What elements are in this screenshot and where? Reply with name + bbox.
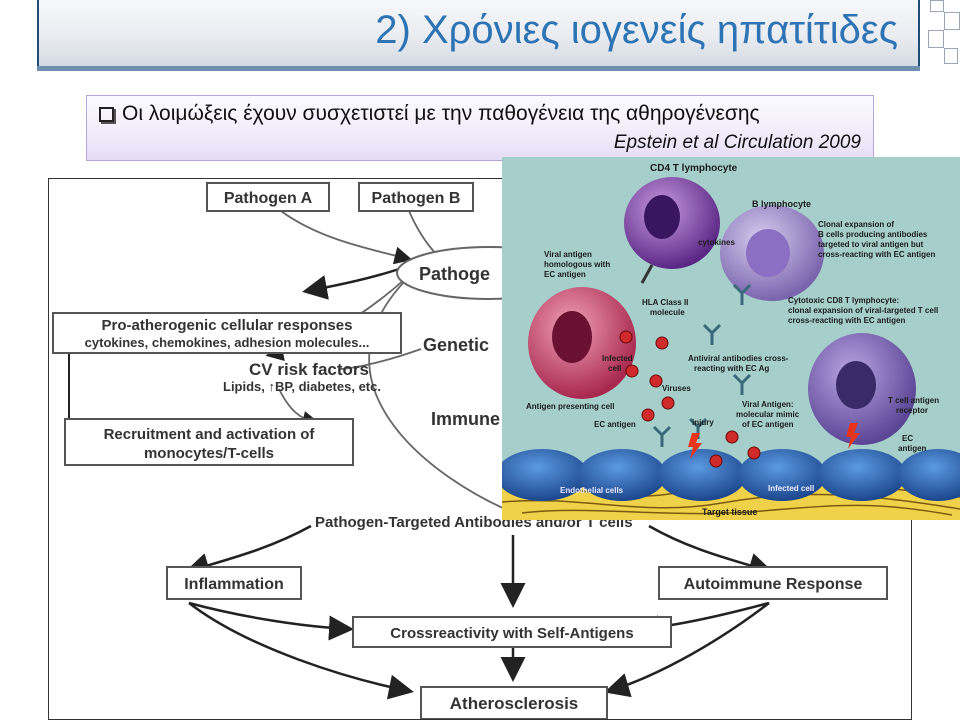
atherosclerosis-label: Atherosclerosis (450, 694, 579, 713)
cd8-line2: clonal expansion of viral-targeted T cel… (788, 306, 938, 315)
crossreactivity-label: Crossreactivity with Self-Antigens (390, 625, 633, 642)
cv-risk-factors: CV risk factors Lipids, ↑BP, diabetes, e… (223, 360, 381, 394)
ec-antigen-right-line2: antigen (898, 444, 927, 453)
pro-atherogenic-subtitle: cytokines, chemokines, adhesion molecule… (85, 335, 370, 350)
apc-label: Antigen presenting cell (526, 402, 614, 411)
ec-antigen-label: EC antigen (594, 420, 636, 429)
endothelial-cells (502, 449, 960, 501)
ec-antigen-right-line1: EC (902, 434, 913, 443)
recruitment-line2: monocytes/T-cells (144, 445, 274, 462)
recruitment-line1: Recruitment and activation of (104, 426, 316, 443)
checkbox-bullet-icon (99, 106, 114, 122)
infected-cell-line2: cell (608, 364, 621, 373)
cv-risk-title: CV risk factors (249, 360, 369, 379)
slide-title: 2) Χρόνιες ιογενείς ηπατίτιδες (375, 8, 898, 52)
autoimmune-response-box: Autoimmune Response (658, 566, 888, 600)
title-bar: 2) Χρόνιες ιογενείς ηπατίτιδες (37, 0, 920, 71)
immune-mechanism-illustration: CD4 T lymphocyte B lymphocyte Clonal exp… (502, 157, 960, 520)
corner-decoration (924, 0, 960, 70)
cytokines-label: cytokines (698, 238, 735, 247)
b-lymphocyte (720, 205, 824, 301)
injury-bolt-icons (688, 423, 860, 459)
cd4-label: CD4 T lymphocyte (650, 163, 738, 174)
cd8-line3: cross-reacting with EC antigen (788, 316, 905, 325)
cd8-t-lymphocyte (808, 333, 916, 445)
bullet-item: Οι λοιμώξεις έχουν συσχετιστεί με την πα… (99, 102, 760, 126)
infected-cell-bottom-label: Infected cell (768, 484, 814, 493)
cd4-t-lymphocyte (624, 177, 720, 284)
cd8-line1: Cytotoxic CD8 T lymphocyte: (788, 296, 899, 305)
viral-mimic-line3: of EC antigen (742, 420, 794, 429)
genetic-label: Genetic (423, 335, 489, 355)
infected-cell-line1: Infected (602, 354, 633, 363)
citation: Epstein et al Circulation 2009 (613, 132, 861, 153)
viral-homologous-line3: EC antigen (544, 270, 586, 279)
viruses-label: Viruses (662, 384, 691, 393)
inflammation-label: Inflammation (184, 576, 284, 593)
viral-mimic-line1: Viral Antigen: (742, 400, 794, 409)
atherosclerosis-box: Atherosclerosis (420, 686, 608, 719)
title-banner: 2) Χρόνιες ιογενείς ηπατίτιδες (0, 0, 960, 80)
viral-mimic-line2: molecular mimic (736, 410, 800, 419)
viral-homologous-line2: homologous with (544, 260, 610, 269)
virus-icons (619, 330, 761, 468)
pathogen-b-label: Pathogen B (372, 190, 461, 207)
endothelial-label: Endothelial cells (560, 486, 624, 495)
antibody-icons (652, 283, 752, 447)
b-lymphocyte-label: B lymphocyte (752, 199, 811, 209)
bullet-text: Οι λοιμώξεις έχουν συσχετιστεί με την πα… (122, 102, 760, 125)
inflammation-box: Inflammation (166, 566, 302, 600)
immune-label: Immune (431, 409, 500, 429)
tcell-receptor-line1: T cell antigen (888, 396, 939, 405)
viral-homologous-line1: Viral antigen (544, 250, 592, 259)
crossreactivity-box: Crossreactivity with Self-Antigens (352, 616, 672, 648)
pathogen-oval-label: Pathoge (419, 264, 490, 284)
clonal-b-line3: targeted to viral antigen but (818, 240, 924, 249)
antigen-presenting-cell (528, 287, 636, 399)
autoimmune-label: Autoimmune Response (684, 576, 863, 593)
antiviral-line2: reacting with EC Ag (694, 364, 769, 373)
flow-arrows (68, 210, 774, 700)
hla-line1: HLA Class II (642, 298, 688, 307)
clonal-b-line1: Clonal expansion of (818, 220, 894, 229)
injury-label: injury (692, 418, 714, 427)
antiviral-line1: Antiviral antibodies cross- (688, 354, 789, 363)
pathogen-a-label: Pathogen A (224, 190, 313, 207)
bullet-box: Οι λοιμώξεις έχουν συσχετιστεί με την πα… (86, 95, 874, 161)
pro-atherogenic-title: Pro-atherogenic cellular responses (102, 317, 353, 334)
clonal-b-line4: cross-reacting with EC antigen (818, 250, 935, 259)
cv-risk-subtitle: Lipids, ↑BP, diabetes, etc. (223, 379, 381, 394)
tcell-receptor-line2: receptor (896, 406, 928, 415)
hla-line2: molecule (650, 308, 685, 317)
recruitment-box: Recruitment and activation of monocytes/… (64, 418, 354, 466)
clonal-b-line2: B cells producing antibodies (818, 230, 928, 239)
target-tissue-label: Target tissue (702, 507, 757, 517)
pro-atherogenic-box: Pro-atherogenic cellular responses cytok… (52, 312, 402, 354)
pathogen-b-box: Pathogen B (358, 182, 474, 212)
pathogen-a-box: Pathogen A (206, 182, 330, 212)
